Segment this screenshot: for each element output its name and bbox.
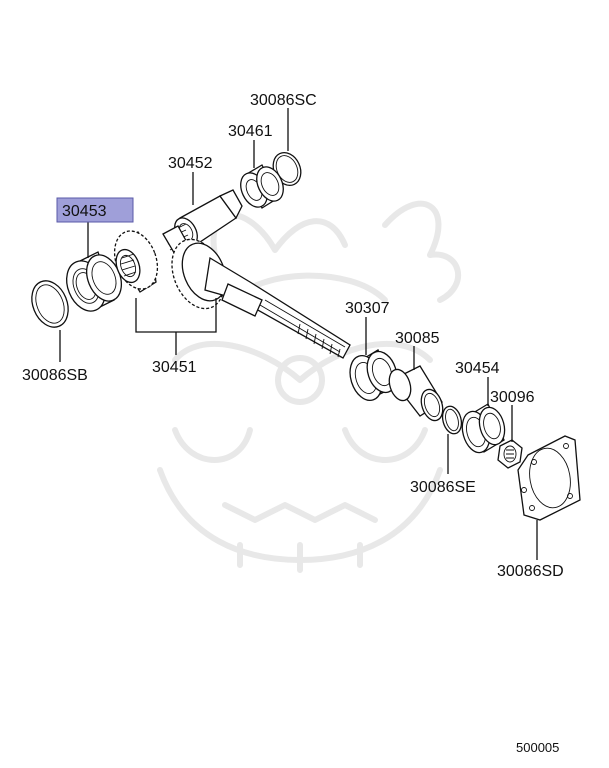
highlight-box	[56, 197, 134, 223]
spacer-tube-30085[interactable]	[386, 365, 447, 423]
lock-nut-30096[interactable]	[497, 439, 523, 469]
label-30096[interactable]: 30096	[490, 389, 535, 406]
bearing-30453[interactable]	[60, 250, 128, 317]
label-30085[interactable]: 30085	[395, 330, 440, 347]
label-30307[interactable]: 30307	[345, 300, 390, 317]
label-30086SC[interactable]: 30086SC	[250, 92, 317, 109]
label-30453[interactable]: 30453	[62, 203, 107, 220]
bearing-30461[interactable]	[236, 163, 289, 212]
label-30452[interactable]: 30452	[168, 155, 213, 172]
snap-ring-30086SE[interactable]	[440, 404, 465, 436]
label-30086SB[interactable]: 30086SB	[22, 367, 88, 384]
label-30454[interactable]: 30454	[455, 360, 500, 377]
label-30461[interactable]: 30461	[228, 123, 273, 140]
diagram-code: 500005	[516, 740, 559, 755]
label-30451[interactable]: 30451	[152, 359, 197, 376]
snap-ring-30086SB[interactable]	[25, 275, 75, 332]
label-30086SE[interactable]: 30086SE	[410, 479, 476, 496]
bearing-30454[interactable]	[458, 403, 509, 456]
gear-shaft-assembly-30451[interactable]	[107, 225, 351, 359]
label-30086SD[interactable]: 30086SD	[497, 563, 564, 580]
gasket-30086SD[interactable]	[517, 435, 581, 521]
